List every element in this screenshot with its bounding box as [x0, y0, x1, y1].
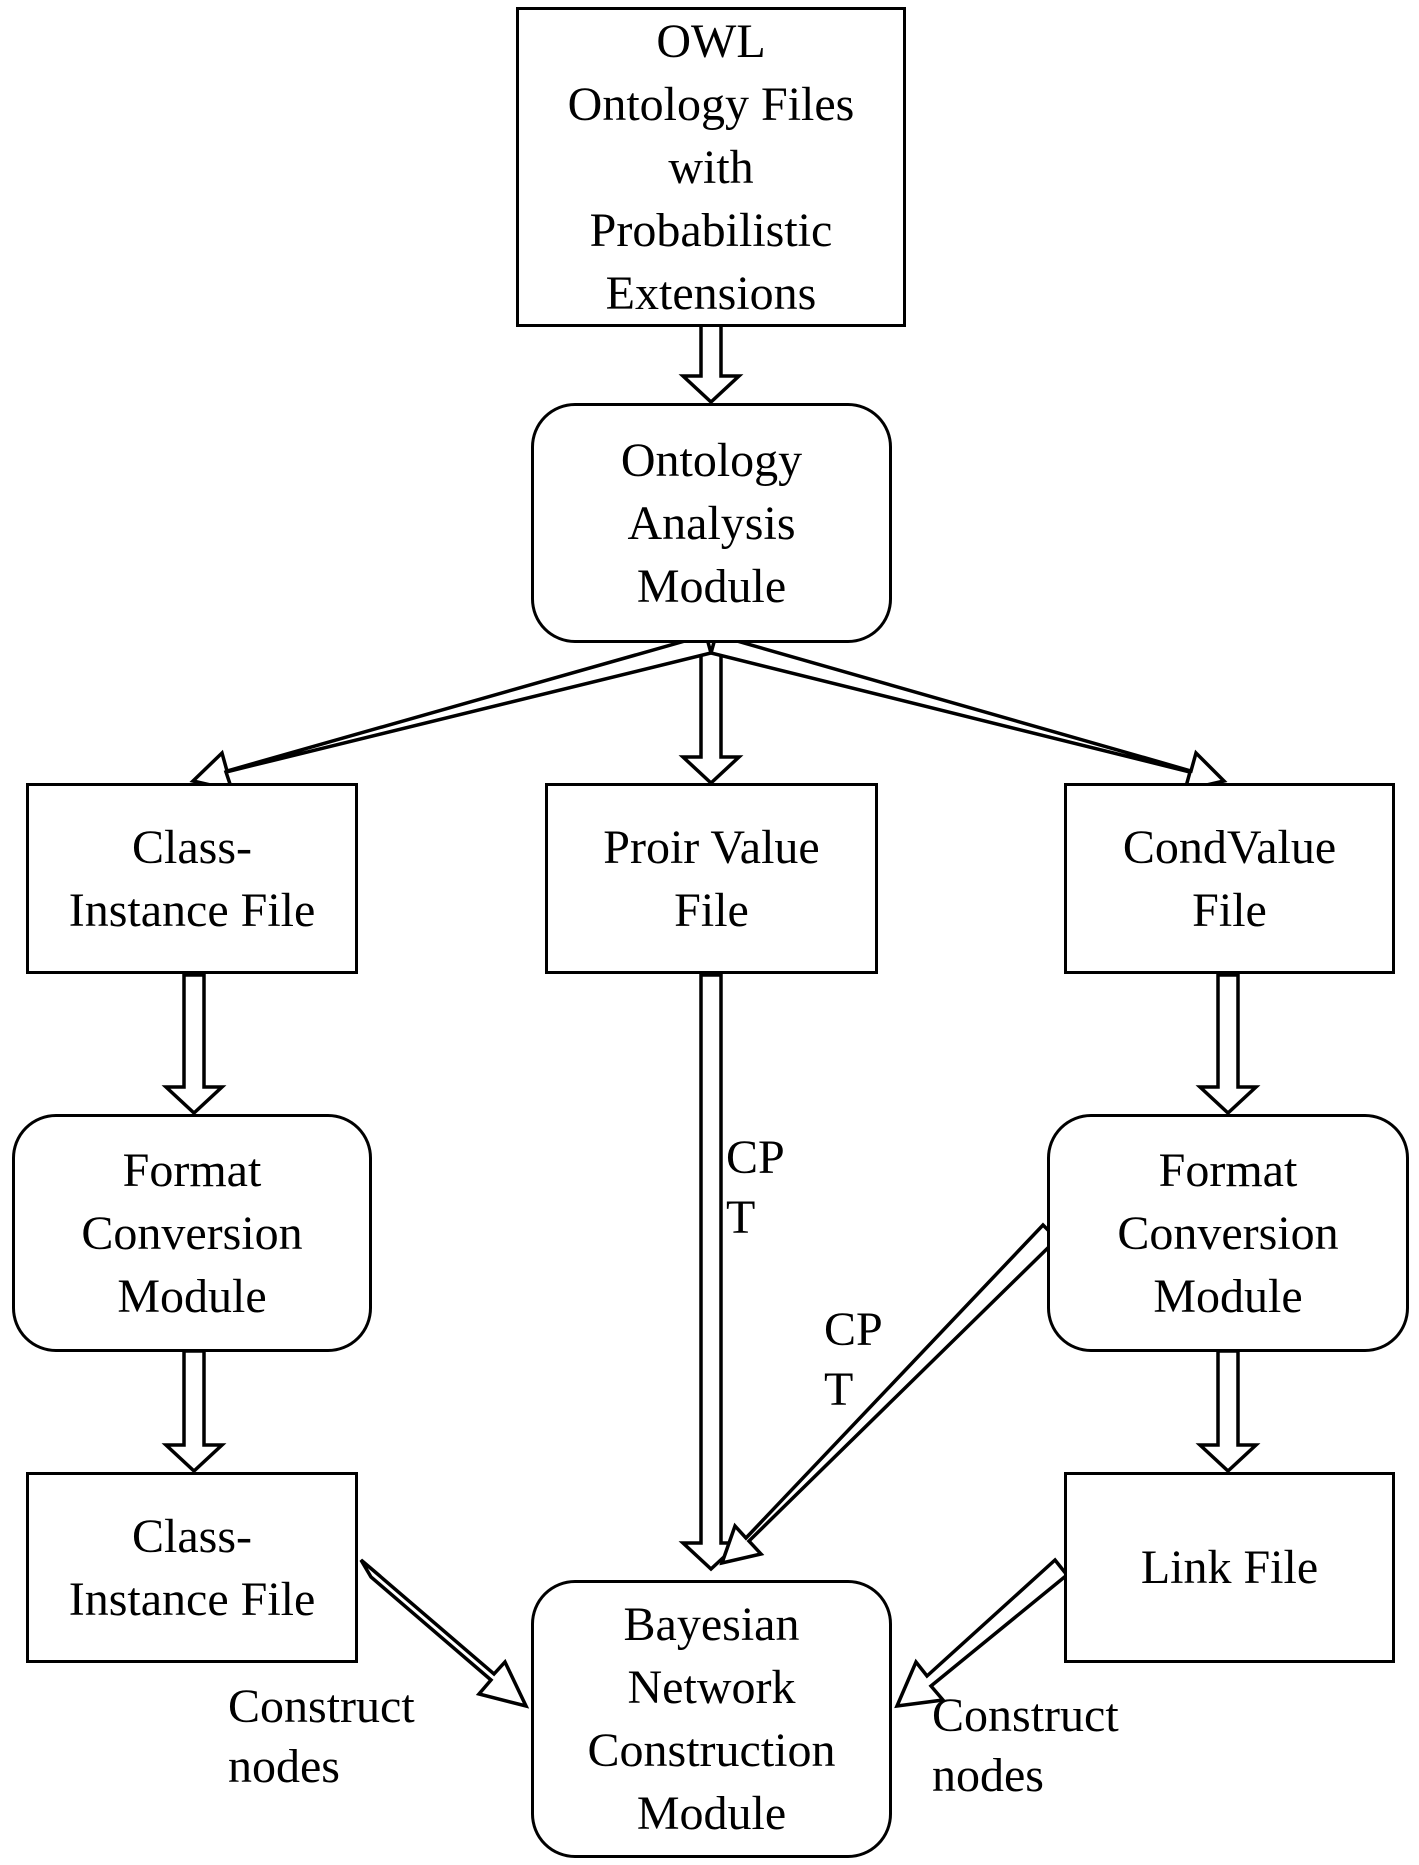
condvalue-file-box: CondValue File: [1064, 783, 1395, 974]
arrow-format-right-to-bayesian: [719, 1222, 1060, 1566]
format-conversion-module-box-right: Format Conversion Module: [1047, 1114, 1409, 1352]
arrow-classinstance2-to-bayesian: [359, 1558, 530, 1709]
arrow-analysis-to-classinstance: [189, 632, 714, 793]
arrow-link-to-bayesian: [894, 1557, 1070, 1709]
arrow-analysis-to-prior: [678, 638, 744, 786]
bayesian-network-construction-module-box: Bayesian Network Construction Module: [531, 1580, 892, 1858]
link-file-box: Link File: [1064, 1472, 1395, 1663]
prior-value-file-box: Proir Value File: [545, 783, 878, 974]
class-instance-file-box-top: Class- Instance File: [26, 783, 358, 974]
owl-ontology-files-box: OWL Ontology Files with Probabilistic Ex…: [516, 7, 906, 327]
arrow-owl-to-analysis: [678, 323, 744, 405]
cpt-label-diagonal: CP T: [824, 1303, 883, 1416]
arrow-analysis-to-condvalue: [708, 632, 1228, 793]
arrow-format-right-to-link: [1195, 1349, 1261, 1474]
format-conversion-module-box-left: Format Conversion Module: [12, 1114, 372, 1352]
cpt-label-center: CP T: [726, 1131, 785, 1244]
construct-nodes-label-left: Construct nodes: [228, 1680, 415, 1793]
arrow-classinstance-to-format-left: [161, 973, 227, 1116]
arrow-format-left-to-classinstance: [161, 1349, 227, 1474]
class-instance-file-box-bottom: Class- Instance File: [26, 1472, 358, 1663]
ontology-analysis-module-box: Ontology Analysis Module: [531, 403, 892, 643]
arrow-condvalue-to-format-right: [1195, 973, 1261, 1116]
arrow-prior-to-bayesian: [678, 973, 744, 1572]
construct-nodes-label-right: Construct nodes: [932, 1689, 1119, 1802]
